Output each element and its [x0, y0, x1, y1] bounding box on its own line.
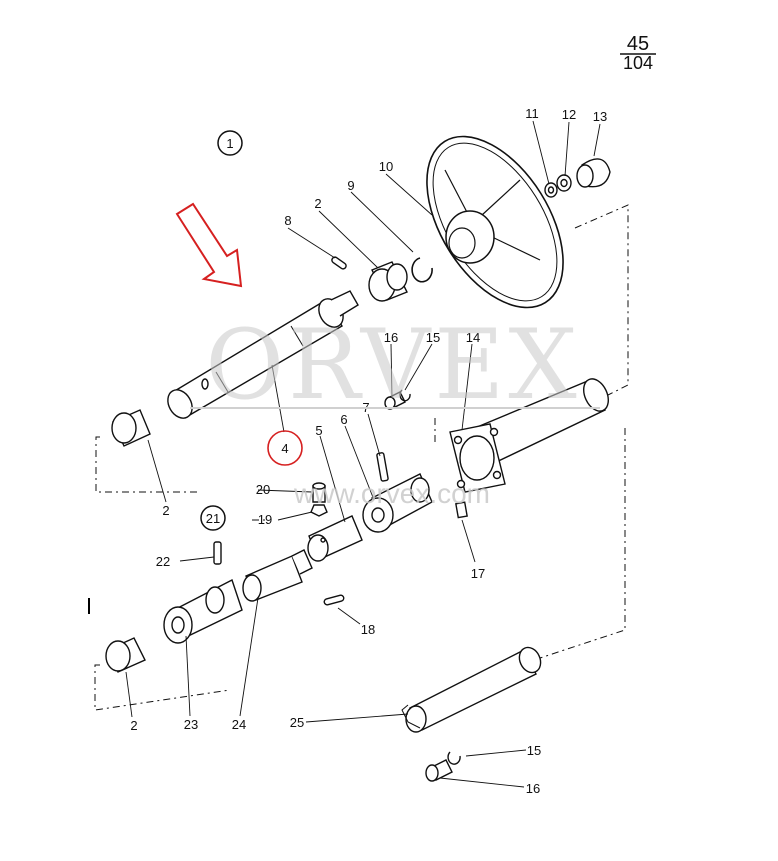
highlight-circle: [267, 430, 303, 466]
spring-washer-lower: [447, 751, 461, 765]
part-label-12: 12: [562, 107, 576, 122]
horn-cap: [576, 158, 611, 188]
shaft-24: [242, 549, 313, 602]
part-label-8: 8: [284, 213, 291, 228]
roll-pin-7: [376, 452, 389, 482]
part-label-10: 10: [379, 159, 393, 174]
part-label-2-left: 2: [162, 503, 169, 518]
woodruff-key-upper: [331, 256, 347, 270]
part-label-16-upper: 16: [384, 330, 398, 345]
group-circle-21-label: 21: [206, 511, 220, 526]
universal-joint-yoke: [362, 473, 433, 533]
part-label-18: 18: [361, 622, 375, 637]
part-label-2-lower: 2: [130, 718, 137, 733]
part-label-19: 19: [258, 512, 272, 527]
dashed-outline-bottom-left: [94, 664, 231, 711]
lower-steering-shaft: [401, 646, 542, 733]
dashed-outline-right: [539, 428, 626, 659]
part-label-5: 5: [315, 423, 322, 438]
leader-lines: [125, 120, 601, 788]
steering-wheel: [426, 135, 564, 309]
group-circle-21: [200, 505, 226, 531]
group-circle-1-label: 1: [226, 136, 233, 151]
red-direction-arrow: [175, 202, 243, 288]
circlip: [411, 257, 433, 283]
bush-lower: [105, 637, 146, 673]
woodruff-key-lower: [323, 594, 345, 606]
bush-upper: [368, 261, 408, 302]
roll-pin-22: [213, 541, 222, 565]
part-label-23: 23: [184, 717, 198, 732]
watermark-url: www.orvex.com: [293, 478, 490, 509]
bush-left: [111, 409, 151, 447]
part-label-6: 6: [340, 412, 347, 427]
text-cursor: [88, 598, 90, 614]
upper-steering-shaft: [167, 290, 359, 419]
spring-washer-upper: [399, 389, 411, 402]
universal-joint-23: [163, 579, 243, 644]
dashed-outline-top-left: [95, 436, 200, 493]
bolt-19: [310, 482, 328, 517]
page-number-top: 45: [627, 33, 649, 55]
column-flange: [449, 423, 506, 493]
group-circle-1: [217, 130, 243, 156]
part-label-22: 22: [156, 554, 170, 569]
part-label-2-upper: 2: [314, 196, 321, 211]
part-label-9: 9: [347, 178, 354, 193]
part-label-17: 17: [471, 566, 485, 581]
part-label-14: 14: [466, 330, 480, 345]
part-label-13: 13: [593, 109, 607, 124]
part-label-16-lower: 16: [526, 781, 540, 796]
dashed-outline-top-right: [574, 204, 629, 396]
page-number-bottom: 104: [623, 53, 653, 73]
part-label-15-upper: 15: [426, 330, 440, 345]
part-label-20: 20: [256, 482, 270, 497]
bolt-lower: [425, 759, 453, 782]
part-label-25: 25: [290, 715, 304, 730]
part-label-4-highlighted: 4: [281, 441, 288, 456]
nut-and-washer: [544, 174, 572, 198]
part-label-15-lower: 15: [527, 743, 541, 758]
part-label-11: 11: [525, 106, 539, 121]
intermediate-shaft-5: [307, 515, 363, 562]
part-label-24: 24: [232, 717, 246, 732]
watermark-logo: ORVEX: [205, 309, 580, 421]
set-screw: [455, 501, 468, 519]
